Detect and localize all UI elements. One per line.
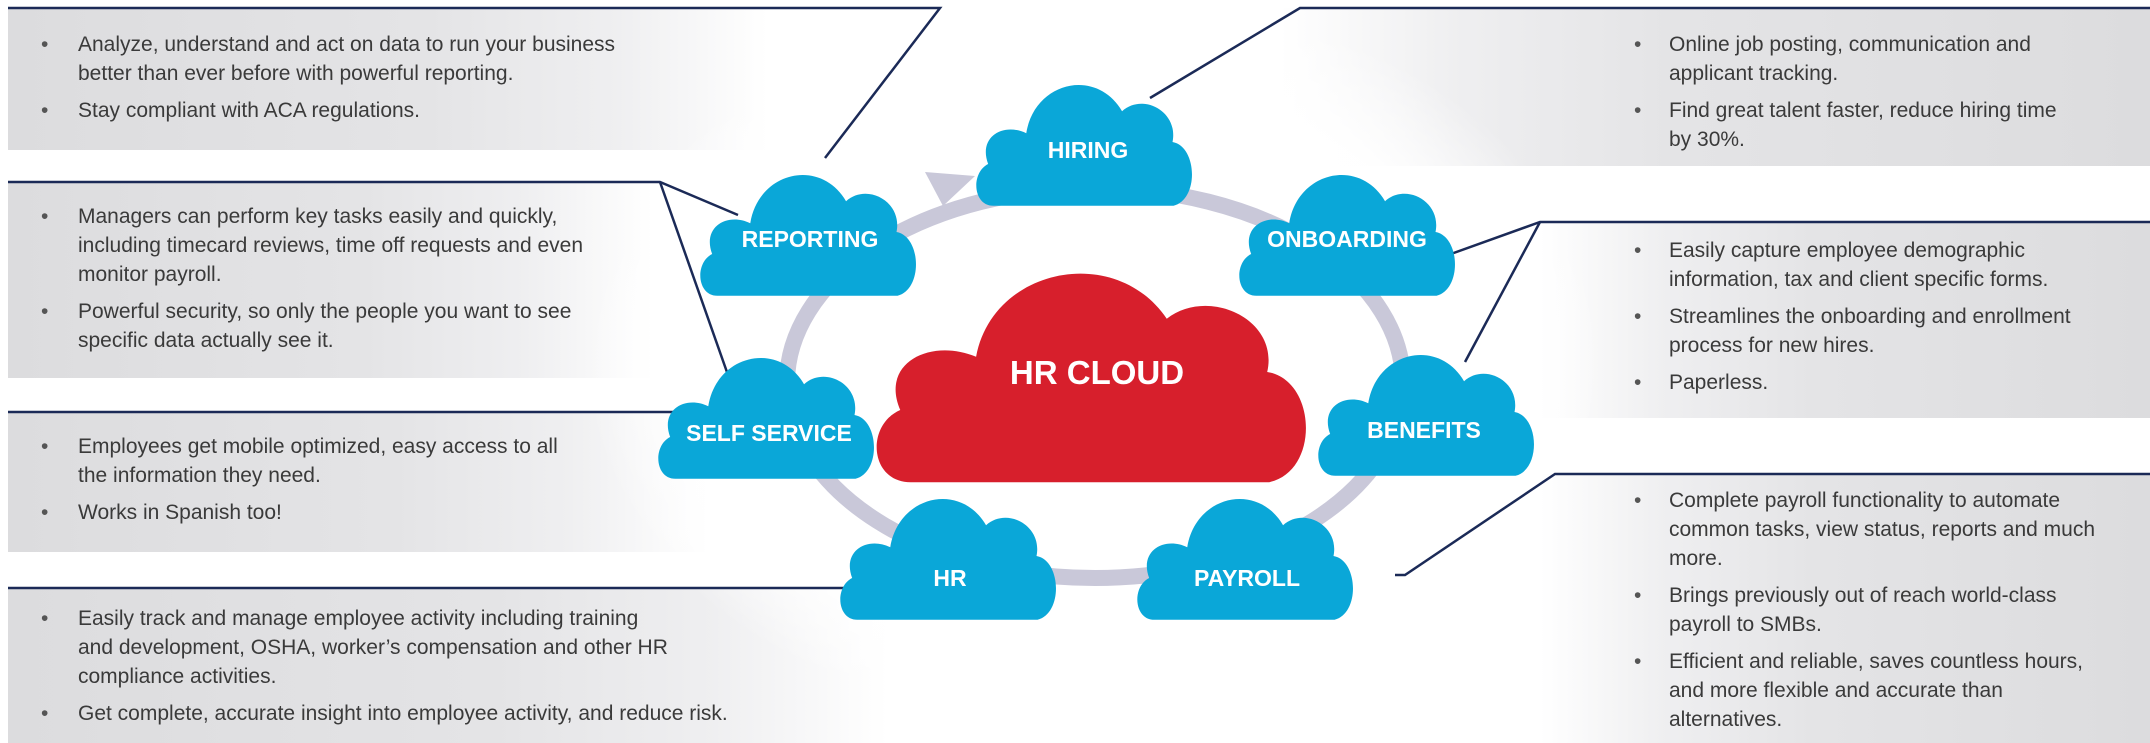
cycle-arrow-icon <box>925 172 975 206</box>
list-item: Find great talent faster, reduce hiring … <box>1590 96 2060 154</box>
list-item: Easily track and manage employee activit… <box>8 604 678 691</box>
reporting-panel: Analyze, understand and act on data to r… <box>8 8 768 150</box>
list-item: Analyze, understand and act on data to r… <box>8 30 668 88</box>
self-service-panel: Employees get mobile optimized, easy acc… <box>8 412 708 552</box>
list-item: Paperless. <box>1590 368 2110 397</box>
list-item: Employees get mobile optimized, easy acc… <box>8 432 588 490</box>
list-item: Streamlines the onboarding and enrollmen… <box>1590 302 2110 360</box>
reporting-label: REPORTING <box>742 226 879 252</box>
payroll-label: PAYROLL <box>1194 565 1300 591</box>
hr-label: HR <box>933 565 967 591</box>
list-item: Brings previously out of reach world-cla… <box>1590 581 2110 639</box>
hiring-label: HIRING <box>1048 137 1129 163</box>
list-item: Powerful security, so only the people yo… <box>8 297 588 355</box>
managers-panel: Managers can perform key tasks easily an… <box>8 182 653 378</box>
list-item: Managers can perform key tasks easily an… <box>8 202 588 289</box>
list-item: Works in Spanish too! <box>8 498 588 527</box>
list-item: Stay compliant with ACA regulations. <box>8 96 668 125</box>
list-item: Easily capture employee demographic info… <box>1590 236 2110 294</box>
list-item: Efficient and reliable, saves countless … <box>1590 647 2110 734</box>
center-label: HR CLOUD <box>1010 354 1184 391</box>
list-item: Get complete, accurate insight into empl… <box>8 699 808 728</box>
self-service-label: SELF SERVICE <box>686 420 852 446</box>
onboarding-panel: Easily capture employee demographic info… <box>1540 222 2150 418</box>
connector-lines <box>8 6 2150 590</box>
list-item: Complete payroll functionality to automa… <box>1590 486 2110 573</box>
onboarding-label: ONBOARDING <box>1267 226 1427 252</box>
list-item: Online job posting, communication and ap… <box>1590 30 2060 88</box>
payroll-panel: Complete payroll functionality to automa… <box>1540 474 2150 743</box>
benefits-label: BENEFITS <box>1367 417 1481 443</box>
